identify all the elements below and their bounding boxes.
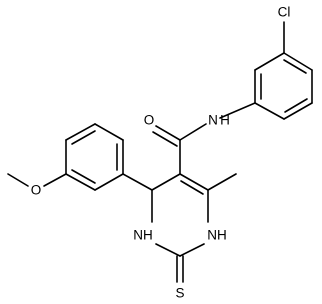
atom-carbonyl-oxygen: O: [144, 113, 155, 128]
bond-mph-3: [65, 123, 96, 141]
bond-mph-6: [94, 173, 124, 191]
bond-clph-3: [254, 102, 285, 120]
bond-mph-3-inner: [71, 130, 96, 145]
bond-n-carbonyl: [179, 123, 207, 141]
bond-c5-c6-inner: [180, 180, 204, 195]
atom-methoxy-oxygen: O: [31, 183, 42, 198]
bonds: [7, 21, 313, 283]
bond-mph-5-inner: [71, 169, 96, 184]
atom-chlorine: Cl: [278, 5, 291, 20]
bond-clph-6-inner: [283, 59, 307, 74]
bond-mph-5: [65, 173, 96, 191]
bond-co-2: [152, 131, 178, 147]
bond-c6-methyl: [207, 173, 237, 191]
bond-c2-n3: [155, 243, 181, 257]
bond-clph-4-inner: [284, 98, 308, 113]
bond-mph-2: [94, 123, 124, 141]
bond-c4-aryl: [122, 173, 153, 191]
bond-o-methyl: [7, 173, 29, 187]
atom-amide-nitrogen-h: H: [220, 113, 230, 128]
bond-aryl-o: [43, 173, 67, 187]
atom-ring-nh-right: NH: [207, 228, 227, 243]
bond-c5-c6: [179, 173, 209, 191]
bond-clph-6: [283, 52, 313, 71]
atom-labels: Cl N H O O NH NH S: [31, 5, 291, 301]
bond-clph-4: [283, 102, 313, 120]
bond-aryl-n: [219, 102, 256, 119]
bond-clph-1: [254, 52, 285, 71]
bond-n1-c2: [179, 243, 205, 257]
atom-ring-nh-left: NH: [133, 228, 153, 243]
bond-co-1: [155, 125, 181, 141]
atom-amide-nitrogen: N: [208, 113, 218, 128]
bond-c4-c5: [151, 173, 181, 191]
atom-thione-sulfur: S: [175, 286, 184, 301]
